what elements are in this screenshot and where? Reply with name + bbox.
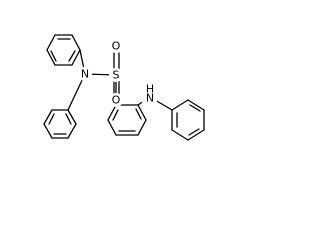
atom-label-n: N bbox=[81, 68, 89, 81]
bond bbox=[171, 129, 189, 141]
atom-label-n: N bbox=[146, 92, 154, 105]
double-bond-inner bbox=[189, 104, 201, 112]
bond bbox=[137, 119, 147, 136]
atom-o-bottom: O bbox=[109, 93, 123, 107]
bond bbox=[43, 123, 53, 139]
bond bbox=[187, 129, 205, 141]
bond bbox=[67, 109, 77, 125]
atom-nh-amine: H N bbox=[142, 83, 157, 105]
bond bbox=[67, 123, 77, 139]
atom-s: S bbox=[109, 68, 123, 82]
phenyl-ring-right bbox=[171, 99, 205, 141]
atom-n-amide: N bbox=[78, 67, 92, 81]
bond bbox=[107, 104, 117, 121]
double-bond-inner bbox=[50, 50, 57, 62]
atom-label-o: O bbox=[112, 40, 121, 53]
double-bond-inner bbox=[112, 109, 119, 121]
bond bbox=[107, 119, 117, 136]
benzene-ring-central bbox=[107, 104, 147, 136]
chemical-structure: N S O O H N bbox=[43, 34, 205, 141]
double-bond-inner bbox=[135, 108, 142, 120]
phenyl-ring-bottom bbox=[43, 109, 77, 139]
atom-label-h: H bbox=[146, 83, 154, 96]
phenyl-ring-top bbox=[46, 34, 81, 66]
bond bbox=[43, 109, 53, 125]
double-bond-inner bbox=[48, 113, 55, 125]
double-bond-inner bbox=[188, 128, 200, 136]
double-bond-inner bbox=[65, 113, 72, 125]
bond bbox=[171, 99, 189, 111]
bond bbox=[46, 34, 56, 51]
double-bond-inner bbox=[68, 50, 76, 62]
bond bbox=[187, 99, 205, 111]
atom-label-s: S bbox=[113, 69, 120, 82]
bond bbox=[71, 49, 81, 66]
bond bbox=[137, 104, 147, 121]
bond bbox=[46, 49, 56, 66]
atom-o-top: O bbox=[109, 39, 123, 53]
atom-label-o: O bbox=[112, 94, 121, 107]
bond bbox=[71, 34, 81, 51]
